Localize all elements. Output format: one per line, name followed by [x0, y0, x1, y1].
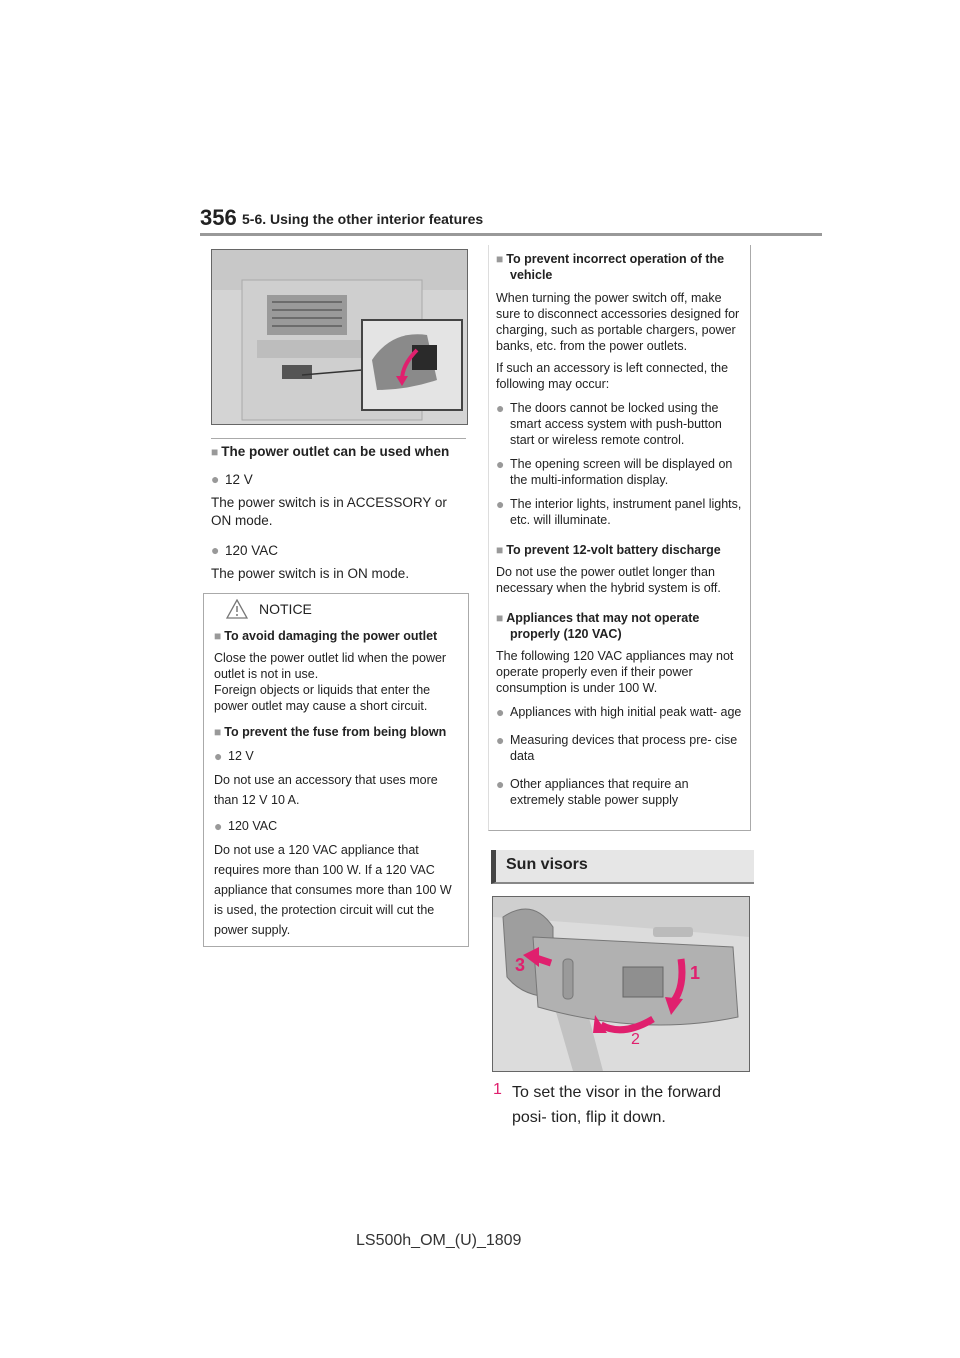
- round-bullet-icon: ●: [496, 400, 505, 416]
- left-column: ■The power outlet can be used when ●12 V…: [211, 443, 469, 582]
- list-item: ●120 VAC: [211, 542, 279, 558]
- list-item: ●The interior lights, instrument panel l…: [496, 496, 742, 527]
- round-bullet-icon: ●: [496, 456, 505, 472]
- square-bullet-icon: ■: [496, 252, 504, 266]
- list-item: ●120 VAC: [214, 818, 278, 834]
- list-item: ●Measuring devices that process pre- cis…: [496, 732, 738, 763]
- round-bullet-icon: ●: [211, 471, 220, 487]
- page-number: 356: [200, 205, 237, 230]
- outlet-120v-text: The power switch is in ON mode.: [211, 566, 410, 581]
- list-item: ●Other appliances that require an extrem…: [496, 776, 689, 807]
- notice-box: NOTICE ■To avoid damaging the power outl…: [203, 593, 469, 947]
- square-bullet-icon: ■: [211, 445, 219, 459]
- round-bullet-icon: ●: [496, 732, 505, 748]
- sun-visors-title: Sun visors: [506, 856, 588, 873]
- step-text: To set the visor in the forward posi- ti…: [512, 1084, 721, 1126]
- visor-label-2: 2: [631, 1031, 640, 1048]
- step-number: 1: [493, 1081, 502, 1098]
- outlet-12v-text: The power switch is in ACCESSORY or ON m…: [211, 495, 447, 528]
- list-item: ●The opening screen will be displayed on…: [496, 456, 733, 487]
- list-item: ●The doors cannot be locked using the sm…: [496, 400, 722, 447]
- square-bullet-icon: ■: [496, 543, 504, 557]
- square-bullet-icon: ■: [214, 629, 222, 643]
- round-bullet-icon: ●: [211, 542, 220, 558]
- footer-doc-code: LS500h_OM_(U)_1809: [356, 1232, 522, 1249]
- round-bullet-icon: ●: [214, 748, 223, 764]
- visor-label-3: 3: [515, 955, 526, 975]
- round-bullet-icon: ●: [214, 818, 223, 834]
- square-bullet-icon: ■: [496, 611, 504, 625]
- round-bullet-icon: ●: [496, 496, 505, 512]
- sun-visors-header: Sun visors: [491, 850, 754, 884]
- list-item: ●12 V: [214, 748, 254, 764]
- left-rule: [211, 438, 466, 439]
- right-body: ■To prevent incorrect operation of the v…: [496, 251, 744, 808]
- sun-visor-figure: 1 2 3: [492, 896, 750, 1072]
- warning-icon: [225, 598, 249, 624]
- square-bullet-icon: ■: [214, 725, 222, 739]
- right-box: ■To prevent incorrect operation of the v…: [488, 245, 751, 831]
- header-rule: [200, 233, 822, 236]
- round-bullet-icon: ●: [496, 776, 505, 792]
- round-bullet-icon: ●: [496, 704, 505, 720]
- visor-label-1: 1: [690, 963, 701, 983]
- power-outlet-figure: [211, 249, 468, 425]
- list-item: ●12 V: [211, 471, 253, 487]
- notice-body: ■To avoid damaging the power outlet Clos…: [214, 628, 460, 940]
- outlet-usage-heading: ■The power outlet can be used when: [211, 444, 450, 459]
- notice-title: NOTICE: [259, 601, 312, 617]
- list-item: ●Appliances with high initial peak watt-…: [496, 704, 742, 720]
- section-title: 5-6. Using the other interior features: [242, 211, 484, 227]
